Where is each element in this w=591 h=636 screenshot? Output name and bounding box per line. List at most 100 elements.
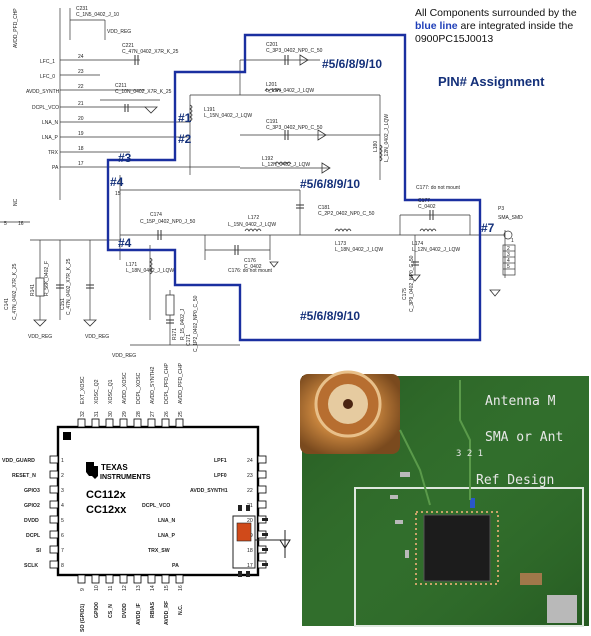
comp-value: R_15_0402_J	[180, 308, 186, 340]
pin-label: 31	[94, 411, 100, 417]
chip-body	[56, 425, 260, 577]
pin-num: 10	[94, 585, 100, 591]
vdd-reg-label: VDD_REG	[85, 334, 109, 340]
pin-label: AVDD_RF	[164, 601, 170, 625]
note-line1: All Components surrounded by the	[415, 7, 577, 19]
pin-label: LPF0	[214, 473, 227, 479]
pin-num: 20	[247, 518, 253, 524]
ground-symbols	[33, 54, 501, 327]
pin-number: 20	[78, 116, 84, 122]
net-label: DCPL_VCO	[32, 105, 59, 111]
pin-label: EXT_XOSC	[80, 376, 86, 404]
pin-number: 22	[78, 84, 84, 90]
pin-label: LPF1	[214, 458, 227, 464]
connector-pin: 4	[507, 258, 510, 264]
right-pin-labels: 24 23 22 21 20 19 18 17 LPF1 LPF0 AVDD_S…	[142, 458, 253, 569]
pin-num: 23	[247, 473, 253, 479]
comp-ref: L191	[204, 107, 215, 113]
pin-label: GPIO3	[24, 488, 40, 494]
comp-value: L_12N_0402_J_LQW	[412, 247, 460, 253]
net-label: LNA_N	[42, 120, 59, 126]
comp-value: L_18N_0402_J_LQW	[335, 247, 383, 253]
c211-value: C_10N_0402_X7R_K_25	[115, 89, 172, 95]
pin-assignment-label: PIN# Assignment	[438, 74, 545, 89]
pin-label: DCPL_PFD_CHP	[164, 363, 170, 404]
net-label: LFC_0	[40, 74, 55, 80]
pin-num: 14	[150, 585, 156, 591]
comp-ref: C176	[244, 258, 256, 264]
comp-ref: C151	[60, 298, 66, 310]
pin-number: 24	[78, 54, 84, 60]
pin-label: AVDD_SYNTH1	[190, 488, 228, 494]
note-highlight: blue line	[415, 20, 458, 32]
comp-value: L_15N_0402_J_LQW	[228, 222, 276, 228]
edge-label: NC	[13, 198, 19, 206]
comp-ref: C181	[318, 205, 330, 211]
net-label: PA	[52, 165, 59, 171]
comp-value: C_3P9_0402_NP0_C_50	[409, 255, 415, 312]
pcb-photo: Antenna M SMA or Ant Ref Design 3 2 1	[300, 370, 589, 627]
pin-label: 27	[150, 411, 156, 417]
net-label: LFC_1	[40, 59, 55, 65]
comp-value: L_12N_0402_J_LQW	[384, 114, 390, 162]
comp-value: L_18N_0402_J_LQW	[126, 268, 174, 274]
ti-brand-1: TEXAS	[101, 463, 128, 472]
marker-5c: #5/6/8/9/10	[300, 309, 360, 323]
pin-num: 3	[61, 488, 64, 494]
sma-connector	[502, 230, 516, 276]
marker-4a: #4	[110, 175, 124, 189]
comp-ref: C175	[402, 288, 408, 300]
pin-label: SO (GPIO1)	[80, 603, 86, 632]
photo-line1: Antenna M	[485, 394, 556, 409]
comp-value: C_1P2_0402_NP0_C_50	[193, 295, 199, 352]
pin-label: PA	[172, 563, 179, 569]
note-line2: blue line are integrated inside the	[415, 20, 573, 32]
connector-pin: 3	[507, 252, 510, 258]
comp-ref: C141	[4, 298, 10, 310]
pin-label: XOSC_Q1	[108, 379, 114, 404]
pin-num: 5	[61, 518, 64, 524]
chip-name-1: CC112x	[86, 489, 127, 501]
comp-ref: L172	[248, 215, 259, 221]
comp-value: L_12N_0402_J_LQW	[262, 162, 310, 168]
pin-num: 7	[61, 548, 64, 554]
comp-ref: L173	[335, 241, 346, 247]
pin-label: DCPL_XOSC	[136, 372, 142, 404]
pin-number: 16	[18, 221, 24, 227]
comp-value: C_47N_0402_X7R_K_25	[12, 263, 18, 320]
comp-ref: C174	[150, 212, 162, 218]
chip-pinout: 32 EXT_XOSC 31 XOSC_Q2 30 XOSC_Q1 29 AVD…	[2, 362, 291, 632]
c211-ref: C211	[115, 83, 127, 89]
edge-label: AVDD_PFD_CHP	[13, 8, 19, 48]
pin-num: 6	[61, 533, 64, 539]
marker-7: #7	[481, 221, 495, 235]
comp-ref: C191	[266, 119, 278, 125]
pin-label: XOSC_Q2	[94, 379, 100, 404]
pin-label: DCPL_VCO	[142, 503, 170, 509]
comp-value: C_2P2_0402_NP0_C_50	[318, 211, 375, 217]
pin-num: 15	[164, 585, 170, 591]
pin-num: 22	[247, 488, 253, 494]
c221-ref: C221	[122, 43, 134, 49]
left-net-labels: LFC_1 LFC_0 AVDD_SYNTH DCPL_VCO LNA_N LN…	[13, 8, 84, 206]
comp-note: C176: do not mount	[228, 268, 273, 274]
photo-silk-nums: 3 2 1	[456, 449, 483, 459]
marker-3: #3	[118, 151, 132, 165]
marker-5a: #5/6/8/9/10	[322, 57, 382, 71]
comp-ref: L171	[126, 262, 137, 268]
connector-name: SMA_SMD	[498, 215, 523, 221]
pin-label: RESET_N	[12, 473, 36, 479]
comp-ref: R171	[172, 328, 178, 340]
comp-ref: C177	[418, 198, 430, 204]
net-label: TRX	[48, 150, 59, 156]
pin-label: DCPL	[26, 533, 41, 539]
comp-value: C_3P3_0402_NP0_C_50	[266, 48, 323, 54]
pin-label: SI	[36, 548, 41, 554]
comp-value: C_0402	[244, 264, 262, 270]
component-labels: C201 C_3P3_0402_NP0_C_50 L191 L_15N_0402…	[4, 42, 461, 352]
pin-num: 11	[108, 586, 114, 591]
chip-name-2: CC12xx	[86, 504, 127, 516]
pin-number: 17	[78, 161, 84, 167]
ti-brand-2: INSTRUMENTS	[100, 474, 151, 481]
